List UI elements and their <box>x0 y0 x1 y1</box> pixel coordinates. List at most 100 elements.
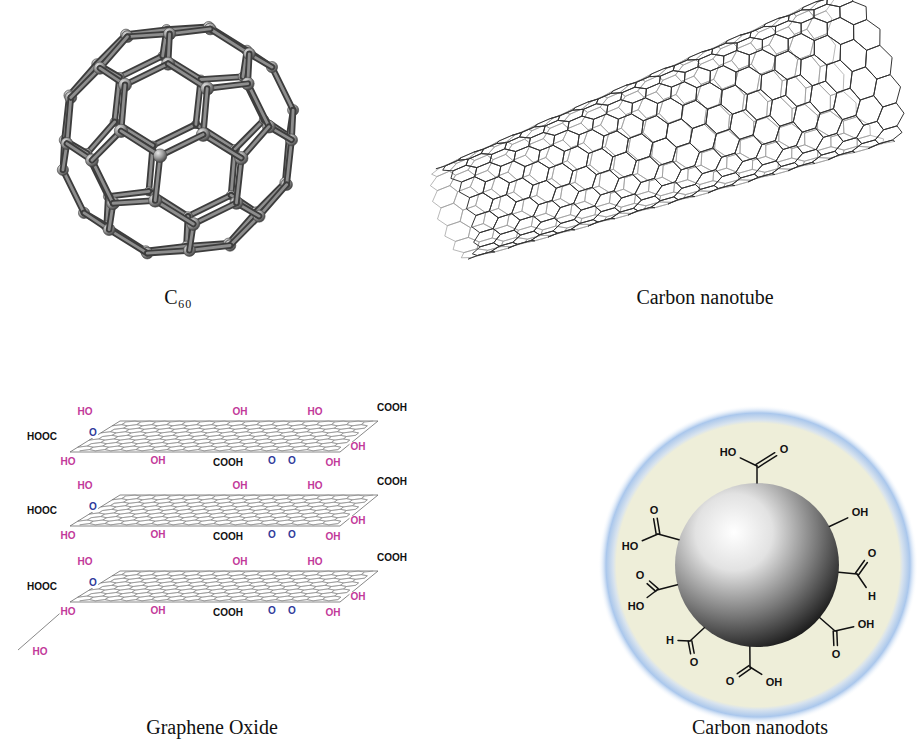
functional-group-label: O <box>88 428 98 438</box>
functional-group-label: H <box>665 635 675 646</box>
graphene-sheets <box>18 421 378 650</box>
functional-group-label: COOH <box>212 532 244 542</box>
functional-group-label: COOH <box>212 458 244 468</box>
functional-group-label: OH <box>350 442 367 452</box>
functional-group-label: O <box>267 606 277 616</box>
functional-group-label: O <box>635 570 646 581</box>
functional-group-label: HOOC <box>26 506 58 516</box>
chemical-bond <box>740 458 757 466</box>
chemical-bond <box>647 590 657 598</box>
functional-group-label: O <box>689 657 700 668</box>
fullerene-model <box>57 21 298 259</box>
figure-caption: Carbon nanotube <box>636 287 773 307</box>
nanodot-model <box>598 405 918 725</box>
nanodot-core <box>675 483 839 647</box>
bond-highlight <box>201 77 243 80</box>
functional-group-label: OH <box>232 407 249 417</box>
functional-group-label: O <box>267 530 277 540</box>
carbon-bond <box>210 29 249 54</box>
sheet-lattice <box>78 421 374 451</box>
functional-group-label: HO <box>627 601 646 612</box>
functional-group-label: O <box>725 676 736 687</box>
bond-rod <box>248 84 269 127</box>
chemical-bond <box>739 668 751 676</box>
carbon-bond <box>201 77 243 80</box>
carbon-bond <box>160 135 203 156</box>
bond-highlight <box>248 84 269 127</box>
sheet-lattice <box>78 495 374 525</box>
functional-group-label: OH <box>857 619 876 630</box>
bond-highlight <box>67 97 71 143</box>
functional-group-label: O <box>867 548 878 559</box>
chemical-bond <box>835 627 854 631</box>
functional-group-label: OH <box>150 606 167 616</box>
functional-group-label: HOOC <box>26 432 58 442</box>
functional-group-label: COOH <box>376 477 408 487</box>
chemical-bond <box>829 518 847 527</box>
lattice-front <box>436 0 904 259</box>
carbon-bond <box>109 230 147 254</box>
functional-group-label: O <box>88 502 98 512</box>
functional-group-label: OH <box>851 507 870 518</box>
functional-group-label: HO <box>307 481 324 491</box>
nanotube-lattice <box>430 0 904 259</box>
chemical-bond <box>820 618 835 631</box>
functional-group-label: OH <box>325 608 342 618</box>
functional-group-label: HO <box>621 541 640 552</box>
bond-highlight <box>108 191 149 196</box>
chemical-bond <box>654 519 657 535</box>
functional-group-label: HO <box>32 647 49 657</box>
functional-group-label: O <box>287 606 297 616</box>
functional-group-label: HO <box>77 407 94 417</box>
functional-group-label: OH <box>232 557 249 567</box>
functional-group-label: HO <box>77 481 94 491</box>
functional-group-label: OH <box>350 592 367 602</box>
bond-highlight <box>109 230 147 254</box>
bond-lines <box>642 453 867 677</box>
chemical-bond <box>658 534 679 540</box>
carbon-bond <box>92 160 113 203</box>
chemical-bond <box>657 585 677 590</box>
bond-rod <box>92 160 113 203</box>
functional-group-label: O <box>287 456 297 466</box>
carbon-bond <box>67 97 71 143</box>
figure-caption: Graphene Oxide <box>146 717 278 737</box>
chemical-bond <box>839 572 857 574</box>
carbon-bond <box>272 67 293 110</box>
functional-group-label: O <box>649 505 660 516</box>
figure-caption: C₆₀ <box>164 287 191 307</box>
functional-group-label: COOH <box>376 403 408 413</box>
carbon-atom <box>153 149 167 163</box>
chemical-bond <box>642 534 658 541</box>
functional-group-label: OH <box>325 532 342 542</box>
chemical-bond <box>657 518 660 534</box>
functional-group-label: O <box>267 456 277 466</box>
bond-rod <box>160 135 203 156</box>
chemical-bond <box>857 574 866 588</box>
functional-group-label: COOH <box>212 608 244 618</box>
bond-highlight <box>63 170 84 213</box>
sheet-outline <box>70 495 378 526</box>
sheet-outline <box>70 421 378 452</box>
bond-highlight <box>272 67 293 110</box>
chemical-bond <box>858 563 867 576</box>
chemical-bond <box>856 560 865 573</box>
chemical-bond <box>756 453 775 465</box>
functional-group-label: HO <box>719 447 738 458</box>
carbon-bond <box>193 203 236 224</box>
bond-highlight <box>210 29 249 54</box>
bond-rod <box>210 29 249 54</box>
lattice-back <box>430 0 894 259</box>
chemical-bond <box>749 647 751 667</box>
chemical-bond <box>836 631 838 646</box>
atom-sphere <box>153 149 167 163</box>
figure-caption: Carbon nanodots <box>692 717 828 737</box>
functional-group-label: OH <box>325 458 342 468</box>
chemical-bond <box>692 641 694 654</box>
carbon-bond <box>125 64 168 85</box>
chemical-bond <box>647 584 656 592</box>
functional-group-label: HO <box>60 607 77 617</box>
bond-highlight <box>287 140 292 185</box>
